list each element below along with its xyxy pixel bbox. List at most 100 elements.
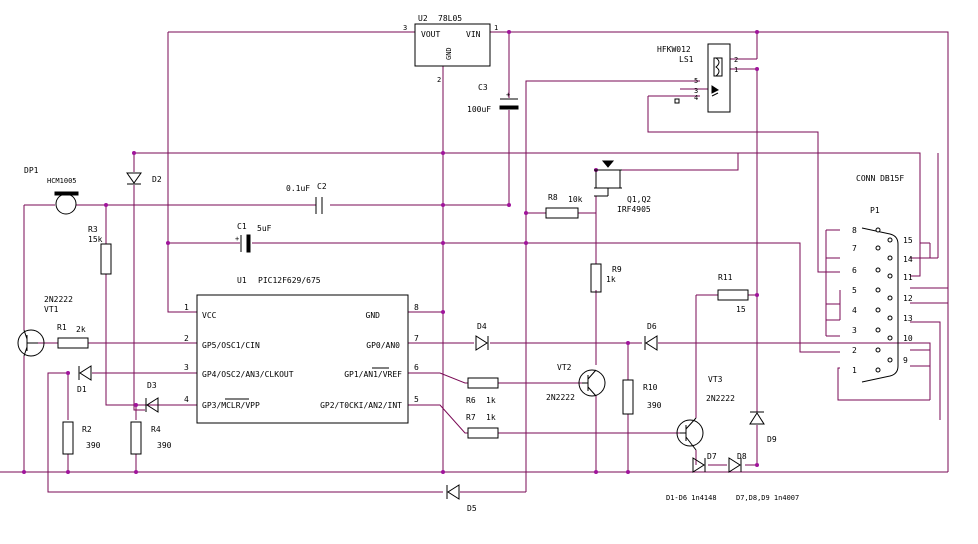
r8-ref: R8 [548,193,558,202]
mcu-part: PIC12F629/675 [258,276,321,285]
mcu-pin-gp1: GP1/AN1/VREF [344,370,402,379]
svg-text:6: 6 [414,363,419,372]
resistor-r8: R8 10k [545,193,583,219]
junctions [22,30,759,474]
c3-ref: C3 [478,83,488,92]
r9-ref: R9 [612,265,622,274]
r6-value: 1k [486,396,496,405]
svg-text:3: 3 [852,326,857,335]
svg-text:10: 10 [903,334,913,343]
svg-text:5: 5 [414,395,419,404]
relay-part: HFKW012 [657,45,691,54]
diode-d1: D1 [77,365,92,394]
regulator-u2: U2 78L05 VOUT VIN GND 3 1 2 [403,14,498,84]
relay-pin-1: 1 [734,66,738,74]
r9-value: 1k [606,275,616,284]
vt3-part: 2N2222 [706,394,735,403]
r6-ref: R6 [466,396,476,405]
regulator-vin-label: VIN [466,30,481,39]
mcu-pin-gp4: GP4/OSC2/AN3/CLKOUT [202,370,294,379]
connector-ref: P1 [870,206,880,215]
transistor-vt3: VT3 2N2222 [676,375,735,451]
diode-d7: D7 [692,452,717,473]
svg-text:2: 2 [852,346,857,355]
relay-pin-3: 3 [694,87,698,95]
relay-ref: LS1 [679,55,694,64]
diode-d2: D2 [126,172,162,185]
d3-ref: D3 [147,381,157,390]
mcu-pin-gp0: GP0/AN0 [366,341,400,350]
resistor-r1: R1 2k [57,323,89,349]
buzzer-dp1: DP1 HCM1005 [24,166,79,215]
mcu-pin-vcc: VCC [202,311,217,320]
mcu-pin-gp5: GP5/OSC1/CIN [202,341,260,350]
svg-text:+: + [235,235,239,243]
diode-d6: D6 [644,322,658,351]
regulator-part: 78L05 [438,14,462,23]
diode-d3: D3 [145,381,159,413]
d6-ref: D6 [647,322,657,331]
regulator-gnd-label: GND [445,47,453,60]
vt2-part: 2N2222 [546,393,575,402]
r11-value: 15 [736,305,746,314]
d5-ref: D5 [467,504,477,513]
svg-text:5: 5 [852,286,857,295]
resistor-r4: R4 390 [130,421,172,455]
vt2-ref: VT2 [557,363,572,372]
mosfet-q1q2: Q1,Q2 IRF4905 [594,160,651,214]
c2-ref: C2 [317,182,327,191]
svg-text:7: 7 [414,334,419,343]
regulator-vout-label: VOUT [421,30,440,39]
regulator-ref: U2 [418,14,428,23]
c3-value: 100uF [467,105,491,114]
regulator-pin-gnd: 2 [437,76,441,84]
svg-text:12: 12 [903,294,913,303]
connector-pins [875,227,893,373]
q-ref: Q1,Q2 [627,195,651,204]
resistor-r9: R9 1k [590,263,622,293]
vt3-ref: VT3 [708,375,723,384]
dp1-part: HCM1005 [47,177,77,185]
r1-value: 2k [76,325,86,334]
capacitor-c3: + C3 100uF [467,83,519,114]
r7-ref: R7 [466,413,476,422]
r8-value: 10k [568,195,583,204]
svg-text:8: 8 [414,303,419,312]
r4-value: 390 [157,441,172,450]
diode-d4: D4 [475,322,489,351]
transistor-vt1: 2N2222 VT1 [17,295,73,357]
resistor-r3: R3 15k [88,225,112,275]
capacitor-c1: + C1 5uF [235,222,272,253]
svg-text:4: 4 [184,395,189,404]
r7-value: 1k [486,413,496,422]
r10-value: 390 [647,401,662,410]
vt1-ref: VT1 [44,305,59,314]
svg-text:6: 6 [852,266,857,275]
svg-text:14: 14 [903,255,913,264]
svg-text:1: 1 [184,303,189,312]
connector-p1: CONN DB15F P1 8 7 6 5 4 3 2 1 15 14 11 1… [852,174,913,383]
resistor-r10: R10 390 [622,379,662,415]
svg-text:15: 15 [903,236,913,245]
transistor-vt2: VT2 2N2222 [546,363,606,402]
resistor-r2: R2 390 [62,421,101,455]
d4-ref: D4 [477,322,487,331]
d7-ref: D7 [707,452,717,461]
regulator-pin-in: 1 [494,24,498,32]
svg-text:1: 1 [852,366,857,375]
mcu-pin-gp3: GP3/MCLR/VPP [202,401,260,410]
q-part: IRF4905 [617,205,651,214]
r3-ref: R3 [88,225,98,234]
r2-ref: R2 [82,425,92,434]
svg-text:11: 11 [903,273,913,282]
svg-text:13: 13 [903,314,913,323]
c1-value: 5uF [257,224,272,233]
r11-ref: R11 [718,273,733,282]
svg-text:+: + [506,91,510,99]
mcu-pin-gp2: GP2/T0CKI/AN2/INT [320,401,402,410]
svg-text:4: 4 [852,306,857,315]
svg-text:2: 2 [184,334,189,343]
relay-ls1: HFKW012 LS1 2 1 5 3 4 [657,43,738,113]
regulator-pin-out: 3 [403,24,407,32]
note-d1-d6: D1-D6 1n4148 [666,494,717,502]
